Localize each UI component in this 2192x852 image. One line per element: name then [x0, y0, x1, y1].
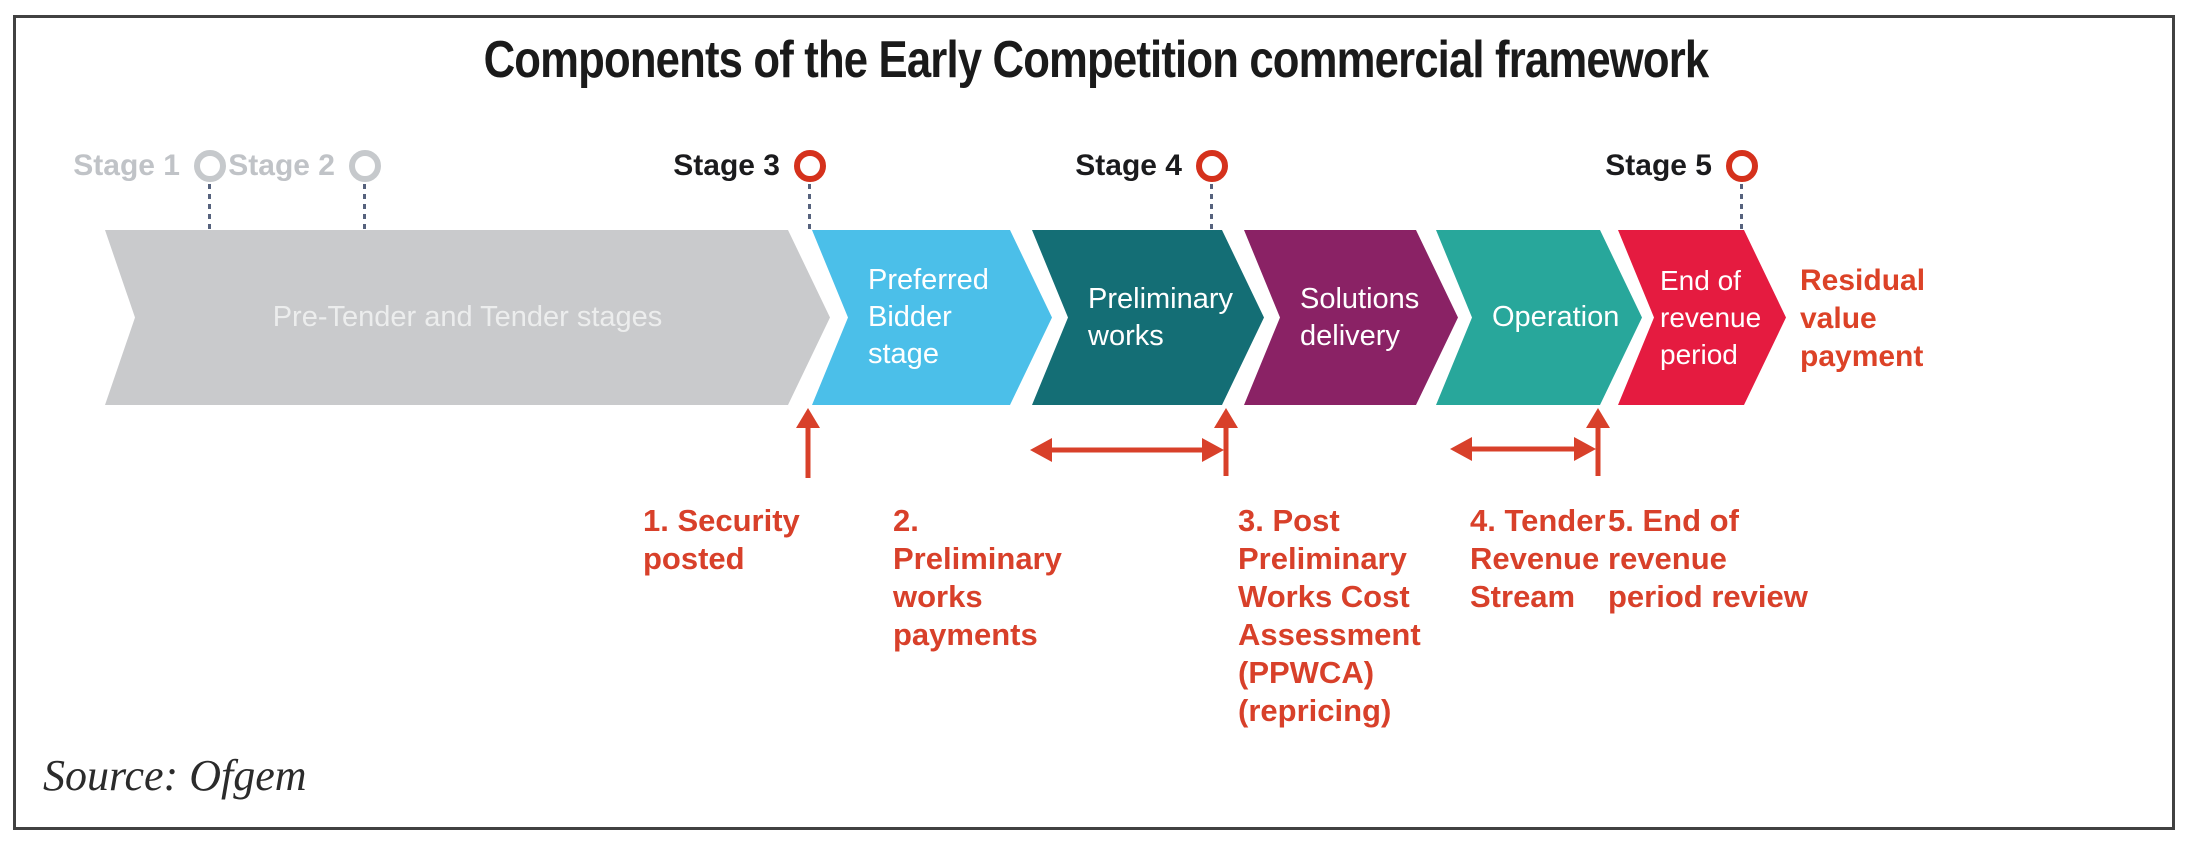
chevron-preferred-bidder-label: Preferred Bidder stage	[868, 264, 989, 370]
note-end-revenue-period-review: 5. End of revenue period review	[1608, 503, 1808, 614]
stage-marker-4: Stage 4	[968, 146, 1228, 186]
note-preliminary-works-payments: 2. Preliminary works payments	[893, 503, 1062, 652]
chevron-pre-tender: Pre-Tender and Tender stages	[105, 230, 830, 405]
chevron-operation-label: Operation	[1492, 301, 1620, 333]
chevron-solutions-delivery-label: Solutions delivery	[1300, 282, 1420, 352]
chevron-preferred-bidder: Preferred Bidder stage	[812, 230, 1052, 405]
chevron-end-revenue-period-label: End of revenue period	[1660, 265, 1762, 370]
figure-title: Components of the Early Competition comm…	[483, 31, 1710, 89]
chevron-preliminary-works: Preliminary works	[1032, 230, 1264, 405]
stage-2-circle-icon	[349, 150, 381, 182]
stage-4-circle-icon	[1196, 150, 1228, 182]
chevron-operation: Operation	[1436, 230, 1642, 405]
stage-5-connector-line	[1740, 184, 1743, 230]
stage-marker-2: Stage 2	[121, 146, 381, 186]
stage-3-circle-icon	[794, 150, 826, 182]
note-tender-revenue-stream: 4. Tender Revenue Stream	[1470, 503, 1606, 614]
stage-3-label: Stage 3	[673, 149, 780, 182]
stage-marker-3: Stage 3	[566, 146, 826, 186]
stage-3-connector-line	[808, 184, 811, 230]
stage-4-connector-line	[1210, 184, 1213, 230]
stage-4-label: Stage 4	[1075, 149, 1182, 182]
chevron-pre-tender-label: Pre-Tender and Tender stages	[272, 301, 663, 333]
note-security-posted: 1. Security posted	[643, 503, 800, 576]
stage-1-connector-line	[208, 184, 211, 230]
residual-value-payment-note: Residual value payment	[1800, 264, 1926, 373]
stage-2-label: Stage 2	[228, 149, 335, 182]
stage-1-circle-icon	[194, 150, 226, 182]
stage-5-label: Stage 5	[1605, 149, 1712, 182]
stage-marker-5: Stage 5	[1498, 146, 1758, 186]
chevron-preliminary-works-label: Preliminary works	[1088, 282, 1234, 352]
note-ppwca-repricing: 3. Post Preliminary Works Cost Assessmen…	[1238, 503, 1421, 728]
source-caption: Source: Ofgem	[43, 751, 307, 800]
stage-2-connector-line	[363, 184, 366, 230]
stage-marker-1: Stage 1	[0, 146, 226, 186]
stage-5-circle-icon	[1726, 150, 1758, 182]
figure-border	[13, 15, 2175, 830]
stage-1-label: Stage 1	[73, 149, 180, 182]
